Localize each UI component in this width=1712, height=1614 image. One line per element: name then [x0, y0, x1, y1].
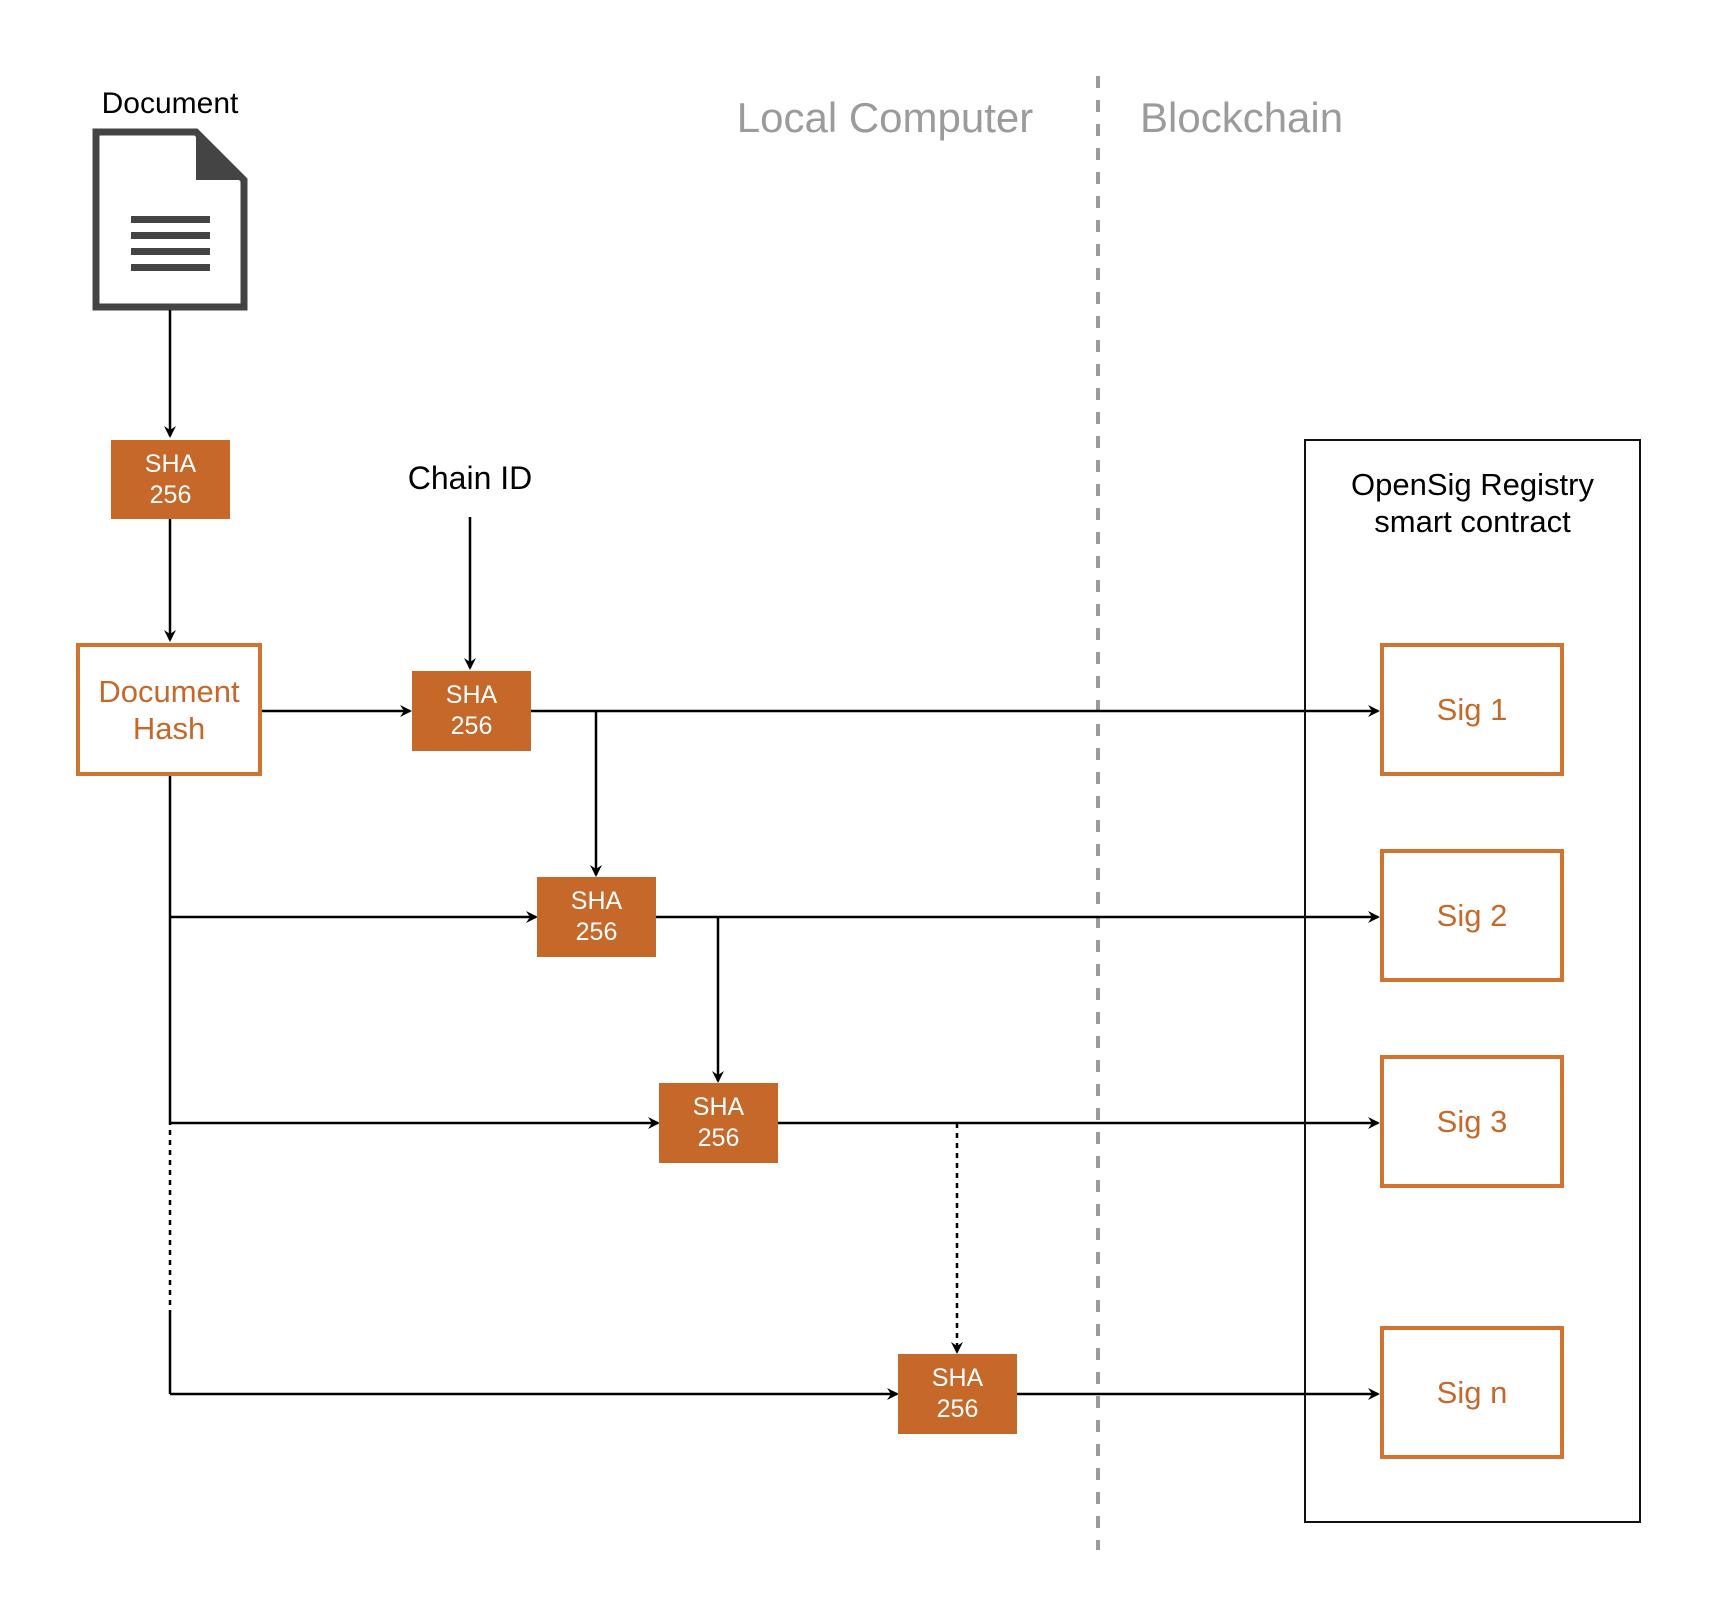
sha-label: SHA [144, 449, 197, 478]
sha-bits: 256 [697, 1124, 740, 1152]
sha256-box-sig-1: SHA 256 [412, 671, 531, 751]
opensig-registry-container [1304, 439, 1641, 1523]
sha-bits: 256 [575, 918, 618, 946]
sig-n-box: Sig n [1380, 1326, 1564, 1459]
connectors [164, 310, 1380, 1400]
sha256-box-sig-n: SHA 256 [898, 1354, 1017, 1434]
sig-3-box: Sig 3 [1380, 1055, 1564, 1188]
sha-bits: 256 [450, 712, 493, 740]
registry-title-line2: smart contract [1374, 504, 1571, 539]
local-computer-label: Local Computer [736, 94, 1034, 141]
sha-label: SHA [570, 887, 623, 915]
document-hash-line2: Hash [132, 710, 206, 746]
blockchain-label: Blockchain [1140, 94, 1344, 141]
sha256-box: SHA 256 [111, 440, 230, 519]
sha-bits: 256 [149, 480, 192, 509]
sha-label: SHA [931, 1364, 984, 1392]
chain-id-label: Chain ID [407, 460, 533, 496]
document-hash-box: Document Hash [76, 643, 262, 776]
sha-label: SHA [692, 1093, 745, 1121]
sha-label: SHA [445, 681, 498, 709]
sig-2-box: Sig 2 [1380, 849, 1564, 982]
sha256-box-sig-3: SHA 256 [659, 1083, 778, 1163]
sig-1-box: Sig 1 [1380, 643, 1564, 776]
sha-bits: 256 [936, 1395, 979, 1423]
document-hash-line1: Document [98, 673, 240, 709]
document-label: Document [101, 87, 239, 120]
document-icon [92, 128, 248, 311]
registry-title: OpenSig Registry smart contract [1304, 466, 1641, 540]
registry-title-line1: OpenSig Registry [1351, 467, 1594, 502]
sha256-box-sig-2: SHA 256 [537, 877, 656, 957]
